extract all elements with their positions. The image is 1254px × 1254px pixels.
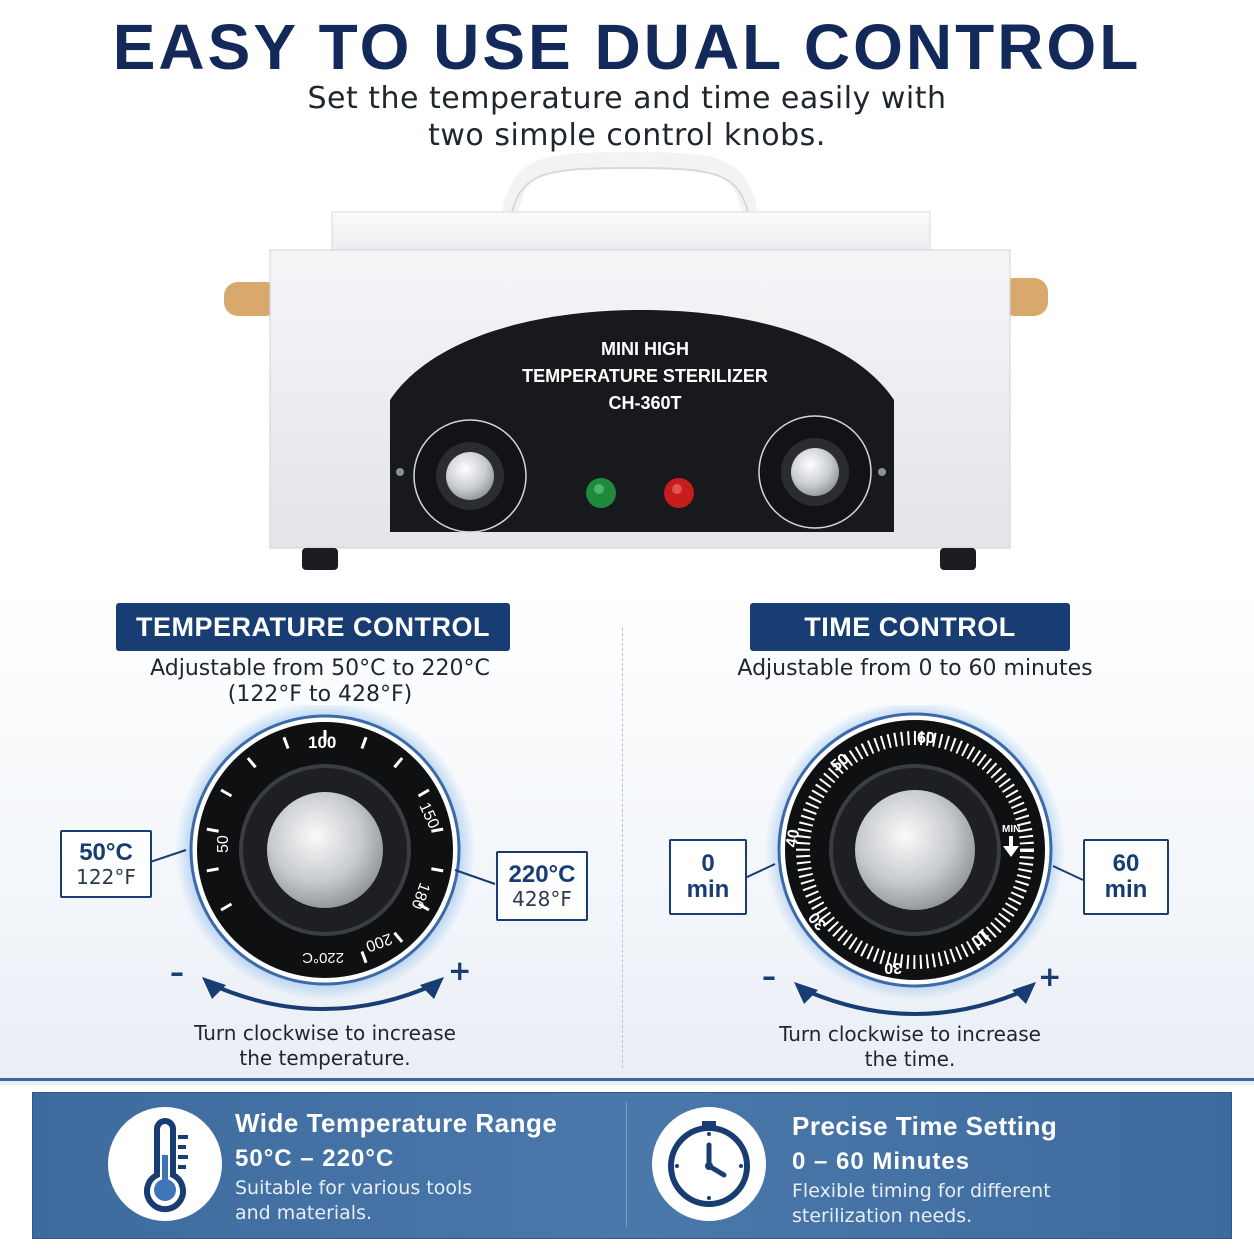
banner-right-title: Precise Time Setting [792,1111,1058,1141]
banner-left-range: 50°C – 220°C [235,1145,395,1172]
temperature-curved-arrow-icon [202,977,444,1011]
time-minus-sign: – [762,960,776,993]
banner-top-rule [0,1078,1254,1081]
device-label: MINI HIGH TEMPERATURE STERILIZER CH-360T [480,336,810,417]
side-handle-right [1000,278,1048,316]
banner-right-desc-line-2: sterilization needs. [792,1205,973,1227]
time-knob[interactable] [855,790,975,910]
temperature-description: Adjustable from 50°C to 220°C (122°F to … [100,656,540,708]
clock-icon [668,1121,750,1207]
time-callout-lines [745,863,1084,881]
time-dial-label-40: 40 [783,828,803,849]
temperature-min-fahrenheit: 122°F [76,865,136,889]
banner-left-desc-line-1: Suitable for various tools [235,1177,473,1199]
temperature-knob[interactable] [267,792,383,908]
device-label-line-1: MINI HIGH [601,339,689,359]
device-label-line-3: CH-360T [608,393,682,413]
temperature-control-tab: TEMPERATURE CONTROL [116,603,510,651]
temperature-desc-line-2: (122°F to 428°F) [227,682,413,707]
thermometer-icon [144,1118,188,1213]
subtitle-line-2: two simple control knobs. [428,118,826,153]
banner-left-text: Wide Temperature Range 50°C – 220°C Suit… [235,1108,615,1226]
time-max-box: 60 min [1083,839,1169,915]
banner-right-desc-line-1: Flexible timing for different [792,1180,1051,1202]
time-min-value: 0 [701,850,715,877]
temperature-plus-sign: + [448,954,472,987]
temperature-desc-line-1: Adjustable from 50°C to 220°C [150,656,490,681]
temperature-caption-line-1: Turn clockwise to increase [194,1021,456,1045]
banner-right-range: 0 – 60 Minutes [792,1148,971,1175]
device-label-line-2: TEMPERATURE STERILIZER [522,366,768,386]
time-caption: Turn clockwise to increase the time. [745,1022,1075,1072]
time-dial-label-60: 60 [917,730,935,747]
top-handle [502,151,758,214]
time-min-unit: min [686,876,730,903]
temperature-max-celsius: 220°C [508,861,576,888]
temperature-min-celsius: 50°C [79,839,133,866]
time-max-unit: min [1104,876,1148,903]
temperature-min-box: 50°C 122°F [60,830,152,898]
time-description: Adjustable from 0 to 60 minutes [700,656,1130,682]
temperature-callout-lines [150,849,496,885]
sterilizer-device-illustration [224,151,1048,570]
section-divider [622,628,623,1068]
subtitle-line-1: Set the temperature and time easily with [307,81,947,116]
page-subtitle: Set the temperature and time easily with… [0,80,1254,154]
temperature-dial: 100 50 150 180 200 220°C [175,705,475,1000]
temperature-dial-label-100: 100 [308,733,336,752]
time-desc-line-1: Adjustable from 0 to 60 minutes [737,656,1093,681]
time-control-tab: TIME CONTROL [750,603,1070,651]
temperature-minus-sign: – [170,956,184,989]
temperature-max-box: 220°C 428°F [496,851,588,921]
temperature-caption: Turn clockwise to increase the temperatu… [160,1021,490,1071]
temperature-caption-line-2: the temperature. [239,1046,411,1070]
time-dial: 60 50 40 30 30 10 MIN [765,705,1065,1000]
time-curved-arrow-icon [794,982,1036,1016]
feature-banner [32,1092,1232,1239]
page-title: EASY TO USE DUAL CONTROL [112,11,1142,83]
temperature-dial-ticks [206,730,444,964]
time-caption-line-2: the time. [864,1047,956,1071]
time-plus-sign: + [1038,960,1062,993]
temperature-dial-label-220c: 220°C [302,949,344,966]
thermometer-icon-badge [108,1107,222,1221]
temperature-dial-label-50: 50 [215,835,232,853]
clock-icon-badge [652,1107,766,1221]
time-max-value: 60 [1112,850,1140,877]
banner-divider [626,1102,627,1227]
banner-left-desc-line-2: and materials. [235,1202,373,1224]
time-dial-min-label: MIN [1002,824,1020,835]
time-min-box: 0 min [669,839,747,915]
banner-right-text: Precise Time Setting 0 – 60 Minutes Flex… [792,1111,1212,1229]
banner-left-title: Wide Temperature Range [235,1108,558,1138]
side-handle-left [224,282,280,316]
time-caption-line-1: Turn clockwise to increase [779,1022,1041,1046]
time-dial-label-30-bottom: 30 [884,959,902,976]
time-dial-arrow-icon [1003,836,1019,857]
temperature-max-fahrenheit: 428°F [512,887,572,911]
